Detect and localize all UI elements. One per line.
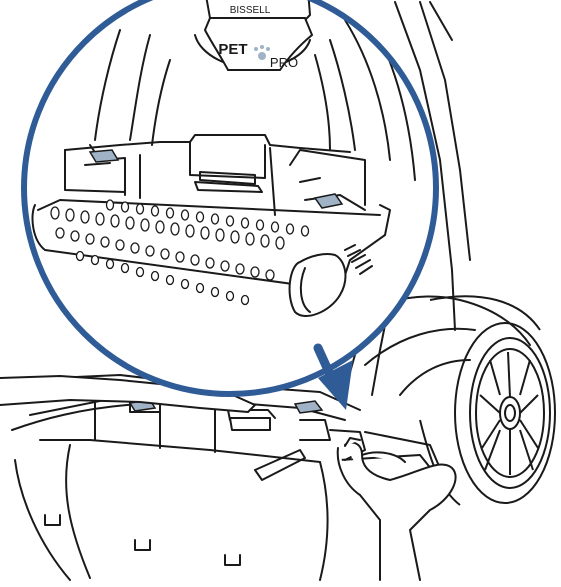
model-text-right: PRO (270, 55, 298, 70)
down-right-arrow-icon (313, 343, 353, 410)
brush-bristles (50, 199, 310, 306)
model-text-left: PET (218, 41, 247, 58)
brand-plate: BISSELL PET PRO (203, 5, 314, 71)
callout-ring (21, 0, 439, 397)
brand-text: BISSELL (230, 5, 271, 16)
wheel (454, 322, 556, 504)
right-hand (336, 437, 457, 581)
brush-roll-detail: BISSELL PET PRO (31, 0, 416, 317)
paw-print-icon (254, 45, 270, 60)
left-hand (0, 375, 256, 413)
